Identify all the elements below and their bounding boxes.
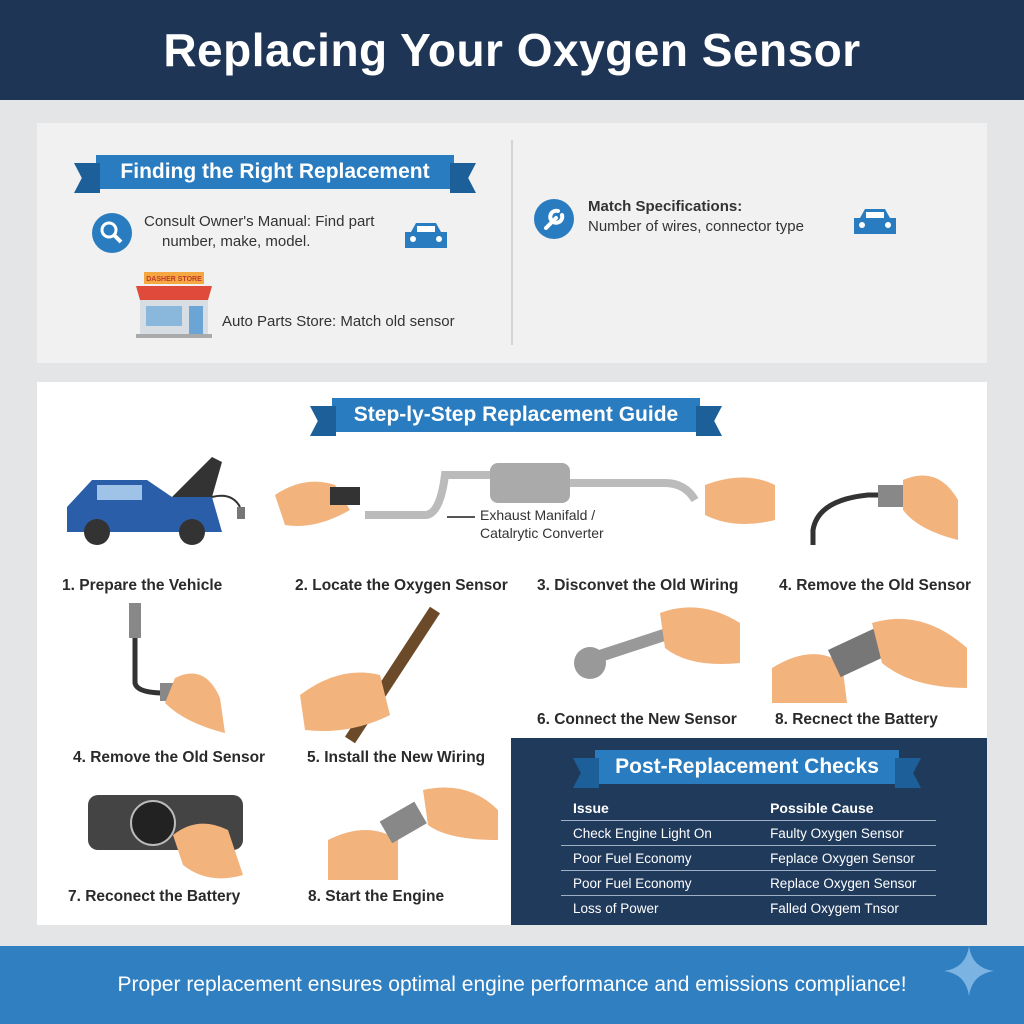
step-label: 8. Recnect the Battery: [775, 711, 938, 728]
table-row: Loss of Power Falled Oxygem Tnsor: [561, 896, 936, 921]
step-label: 1. Prepare the Vehicle: [62, 577, 223, 594]
guide-ribbon: Step-ly-Step Replacement Guide: [332, 398, 700, 432]
store-text: Auto Parts Store: Match old sensor: [222, 313, 455, 330]
cause-cell: Falled Oxygem Tnsor: [770, 900, 899, 916]
cause-cell: Feplace Oxygen Sensor: [730, 845, 936, 871]
spec-text: Match Specifications:Number of wires, co…: [588, 198, 804, 235]
search-icon: [92, 213, 132, 253]
issue-cell: Poor Fuel Economy: [561, 845, 731, 871]
car-icon: [405, 223, 447, 248]
footer-text: Proper replacement ensures optimal engin…: [117, 973, 907, 996]
battery-hand-illustration: [772, 618, 967, 703]
column-header: Issue: [561, 796, 731, 821]
step-label: 6. Connect the New Sensor: [537, 711, 737, 728]
car-icon: [854, 209, 896, 234]
step-label: 5. Install the New Wiring: [307, 749, 486, 766]
step-label: 4. Remove the Old Sensor: [73, 749, 266, 766]
sparkle-icon: [944, 946, 994, 996]
exhaust-label: Exhaust Manifald /Catalrytic Converter: [480, 507, 604, 541]
sensor-hand-illustration: [810, 475, 958, 545]
section-title: Post-Replacement Checks: [615, 755, 879, 778]
finding-ribbon: Finding the Right Replacement: [96, 155, 454, 189]
section-title: Finding the Right Replacement: [120, 160, 430, 183]
issue-cell: Check Engine Light On: [561, 820, 731, 846]
cause-cell: Replace Oxygen Sensor: [730, 870, 936, 896]
table-header-row: Issue Possible Cause: [561, 796, 936, 821]
wrench-icon: [534, 199, 574, 239]
sensor-cable-illustration: [129, 603, 225, 733]
car-hood-open-illustration: [67, 457, 245, 545]
checks-ribbon: Post-Replacement Checks: [595, 750, 899, 784]
post-replacement-checks: Post-Replacement Checks Issue Possible C…: [511, 738, 987, 925]
page-title: Replacing Your Oxygen Sensor: [163, 24, 861, 76]
divider: [511, 140, 513, 345]
issue-cell: Poor Fuel Economy: [561, 870, 731, 896]
step-label: 3. Disconvet the Old Wiring: [537, 577, 739, 594]
store-icon: DASHER STORE: [136, 272, 212, 338]
step-label: 7. Reconect the Battery: [68, 888, 241, 905]
dashboard-illustration: [88, 795, 243, 879]
step-label: 2. Locate the Oxygen Sensor: [295, 577, 508, 594]
header-banner: Replacing Your Oxygen Sensor: [0, 0, 1024, 100]
column-header: Possible Cause: [730, 796, 936, 821]
svg-text:DASHER STORE: DASHER STORE: [146, 276, 202, 283]
checks-table: Issue Possible Cause Check Engine Light …: [561, 796, 936, 921]
ratchet-hand-illustration: [574, 607, 740, 679]
exhaust-pipe-illustration: [275, 463, 775, 526]
step-label: 4. Remove the Old Sensor: [779, 577, 972, 594]
new-sensor-hand-illustration: [300, 606, 441, 744]
issue-cell: Loss of Power: [573, 900, 659, 916]
footer-banner: Proper replacement ensures optimal engin…: [0, 946, 1024, 1024]
step-label: 8. Start the Engine: [308, 888, 445, 905]
start-engine-hand-illustration: [328, 787, 498, 880]
cause-cell: Faulty Oxygen Sensor: [730, 820, 936, 846]
section-title: Step-ly-Step Replacement Guide: [353, 403, 679, 426]
